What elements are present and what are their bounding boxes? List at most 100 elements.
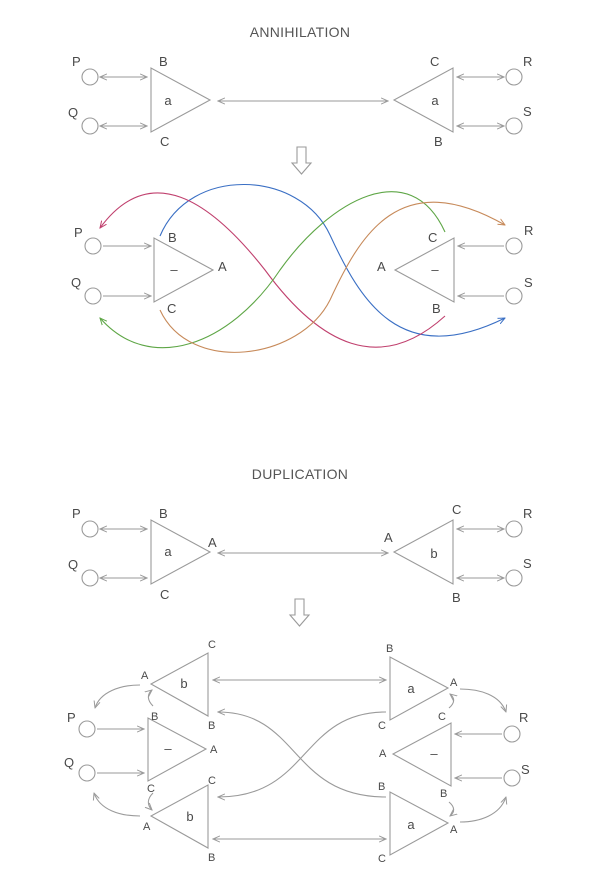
agent-left-symbol: a bbox=[164, 544, 172, 559]
curve-arrow bbox=[459, 797, 506, 823]
curve-arrow bbox=[148, 792, 154, 810]
agent-left-top bbox=[149, 652, 209, 717]
port-r bbox=[503, 725, 521, 743]
label-s: S bbox=[523, 556, 532, 571]
curve-arrow bbox=[95, 684, 141, 708]
rewire-curve-red bbox=[100, 192, 446, 348]
agent-left bbox=[150, 519, 212, 585]
agent-left-symbol: – bbox=[170, 262, 178, 277]
port-s bbox=[505, 569, 523, 587]
port-label: C bbox=[160, 134, 169, 149]
down-arrow-icon bbox=[290, 146, 313, 175]
label-r: R bbox=[519, 710, 528, 725]
port-p bbox=[84, 237, 102, 255]
label-p: P bbox=[74, 225, 83, 240]
port-q bbox=[81, 117, 99, 135]
port-r bbox=[505, 68, 523, 86]
agent-right bbox=[393, 237, 455, 303]
port-label: B bbox=[386, 643, 393, 655]
port-label: C bbox=[160, 587, 169, 602]
label-q: Q bbox=[64, 755, 74, 770]
port-r bbox=[505, 237, 523, 255]
port-label: C bbox=[438, 711, 446, 723]
label-p: P bbox=[72, 54, 81, 69]
port-label: A bbox=[218, 259, 227, 274]
port-label: B bbox=[208, 852, 215, 864]
port-label: B bbox=[452, 590, 461, 605]
label-r: R bbox=[523, 506, 532, 521]
label-q: Q bbox=[68, 557, 78, 572]
agent-symbol: a bbox=[407, 817, 415, 832]
agent-right-bottom bbox=[389, 791, 450, 856]
port-label: B bbox=[440, 788, 447, 800]
port-label: A bbox=[210, 744, 218, 756]
down-arrow-icon bbox=[288, 598, 311, 627]
rewire-curve-orange bbox=[159, 201, 505, 353]
port-p bbox=[81, 520, 99, 538]
port-label: C bbox=[167, 301, 176, 316]
agent-symbol: – bbox=[164, 741, 172, 756]
label-p: P bbox=[72, 506, 81, 521]
annihilation-before: P Q R S a a B C C B bbox=[68, 54, 532, 149]
port-label: B bbox=[208, 720, 215, 732]
cross-wire bbox=[218, 711, 387, 797]
port-label: B bbox=[159, 54, 168, 69]
port-label: A bbox=[450, 824, 458, 836]
label-q: Q bbox=[68, 105, 78, 120]
port-q bbox=[84, 287, 102, 305]
agent-symbol: b bbox=[180, 676, 187, 691]
label-r: R bbox=[524, 223, 533, 238]
port-s bbox=[503, 769, 521, 787]
duplication-after: P Q R S b – b C B A B C A C B A a – a B … bbox=[64, 639, 530, 865]
port-label: C bbox=[452, 502, 461, 517]
port-label: B bbox=[159, 506, 168, 521]
port-label: B bbox=[151, 711, 158, 723]
port-s bbox=[505, 287, 523, 305]
agent-symbol: b bbox=[186, 809, 193, 824]
port-label: B bbox=[432, 301, 441, 316]
port-p bbox=[78, 720, 96, 738]
port-label: C bbox=[378, 720, 386, 732]
port-label: B bbox=[168, 230, 177, 245]
port-q bbox=[81, 569, 99, 587]
port-label: A bbox=[379, 748, 387, 760]
port-label: C bbox=[208, 775, 216, 787]
agent-left-symbol: a bbox=[164, 93, 172, 108]
port-label: A bbox=[208, 535, 217, 550]
agent-right-symbol: b bbox=[430, 546, 437, 561]
curve-arrow bbox=[448, 694, 454, 709]
cross-wire bbox=[218, 712, 387, 798]
port-s bbox=[505, 117, 523, 135]
port-label: B bbox=[434, 134, 443, 149]
agent-right bbox=[392, 67, 454, 133]
agent-right-top bbox=[389, 656, 450, 721]
curve-arrow bbox=[448, 801, 454, 816]
agent-left bbox=[150, 67, 212, 133]
duplication-before: P Q R S a b B C A C B A bbox=[68, 502, 532, 605]
port-label: B bbox=[378, 781, 385, 793]
agent-left-middle bbox=[147, 717, 208, 782]
label-s: S bbox=[524, 275, 533, 290]
port-label: A bbox=[384, 530, 393, 545]
agent-symbol: – bbox=[430, 746, 438, 761]
label-p: P bbox=[67, 710, 76, 725]
duplication-title: DUPLICATION bbox=[252, 466, 348, 482]
agent-symbol: a bbox=[407, 681, 415, 696]
label-s: S bbox=[521, 762, 530, 777]
curve-arrow bbox=[148, 690, 154, 707]
agent-right-symbol: a bbox=[431, 93, 439, 108]
annihilation-after: P Q R S – – B C A C B A bbox=[71, 184, 533, 353]
rewire-curve-blue bbox=[159, 184, 505, 337]
port-q bbox=[78, 764, 96, 782]
port-label: C bbox=[147, 783, 155, 795]
agent-left-bottom bbox=[149, 784, 209, 849]
label-q: Q bbox=[71, 275, 81, 290]
curve-arrow bbox=[94, 793, 141, 817]
label-s: S bbox=[523, 104, 532, 119]
port-label: C bbox=[430, 54, 439, 69]
agent-right-symbol: – bbox=[431, 262, 439, 277]
rewire-curve-green bbox=[100, 191, 446, 349]
port-r bbox=[505, 520, 523, 538]
